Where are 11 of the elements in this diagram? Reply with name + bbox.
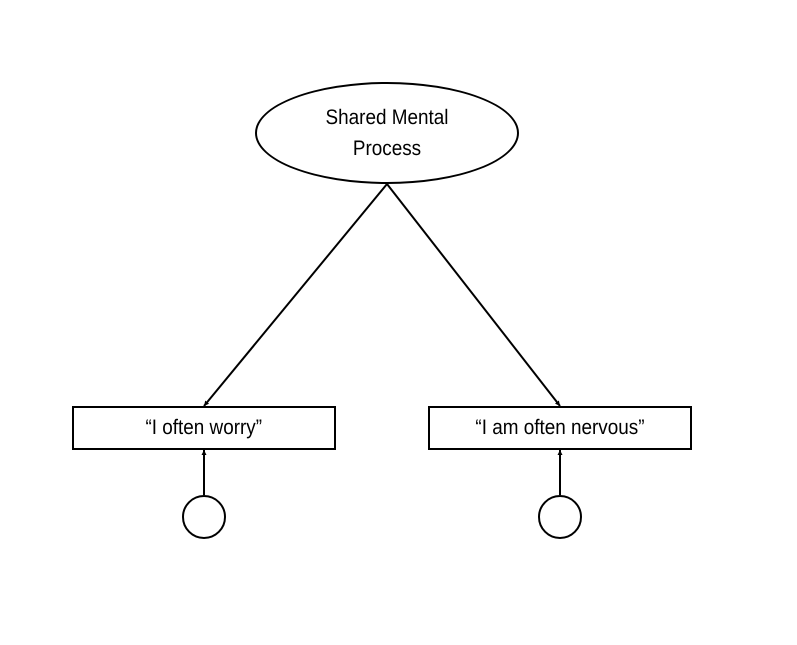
arrow [202, 450, 206, 495]
node-label: “I am often nervous” [474, 415, 646, 442]
error-circle [182, 495, 226, 539]
arrow [558, 450, 562, 495]
arrow [386, 183, 561, 407]
indicator-box [428, 406, 692, 450]
error-circle [538, 495, 582, 539]
node-label: Shared Mental Process [324, 104, 450, 162]
arrow [203, 183, 388, 407]
indicator-box [72, 406, 336, 450]
node-label: “I often worry” [144, 415, 264, 442]
